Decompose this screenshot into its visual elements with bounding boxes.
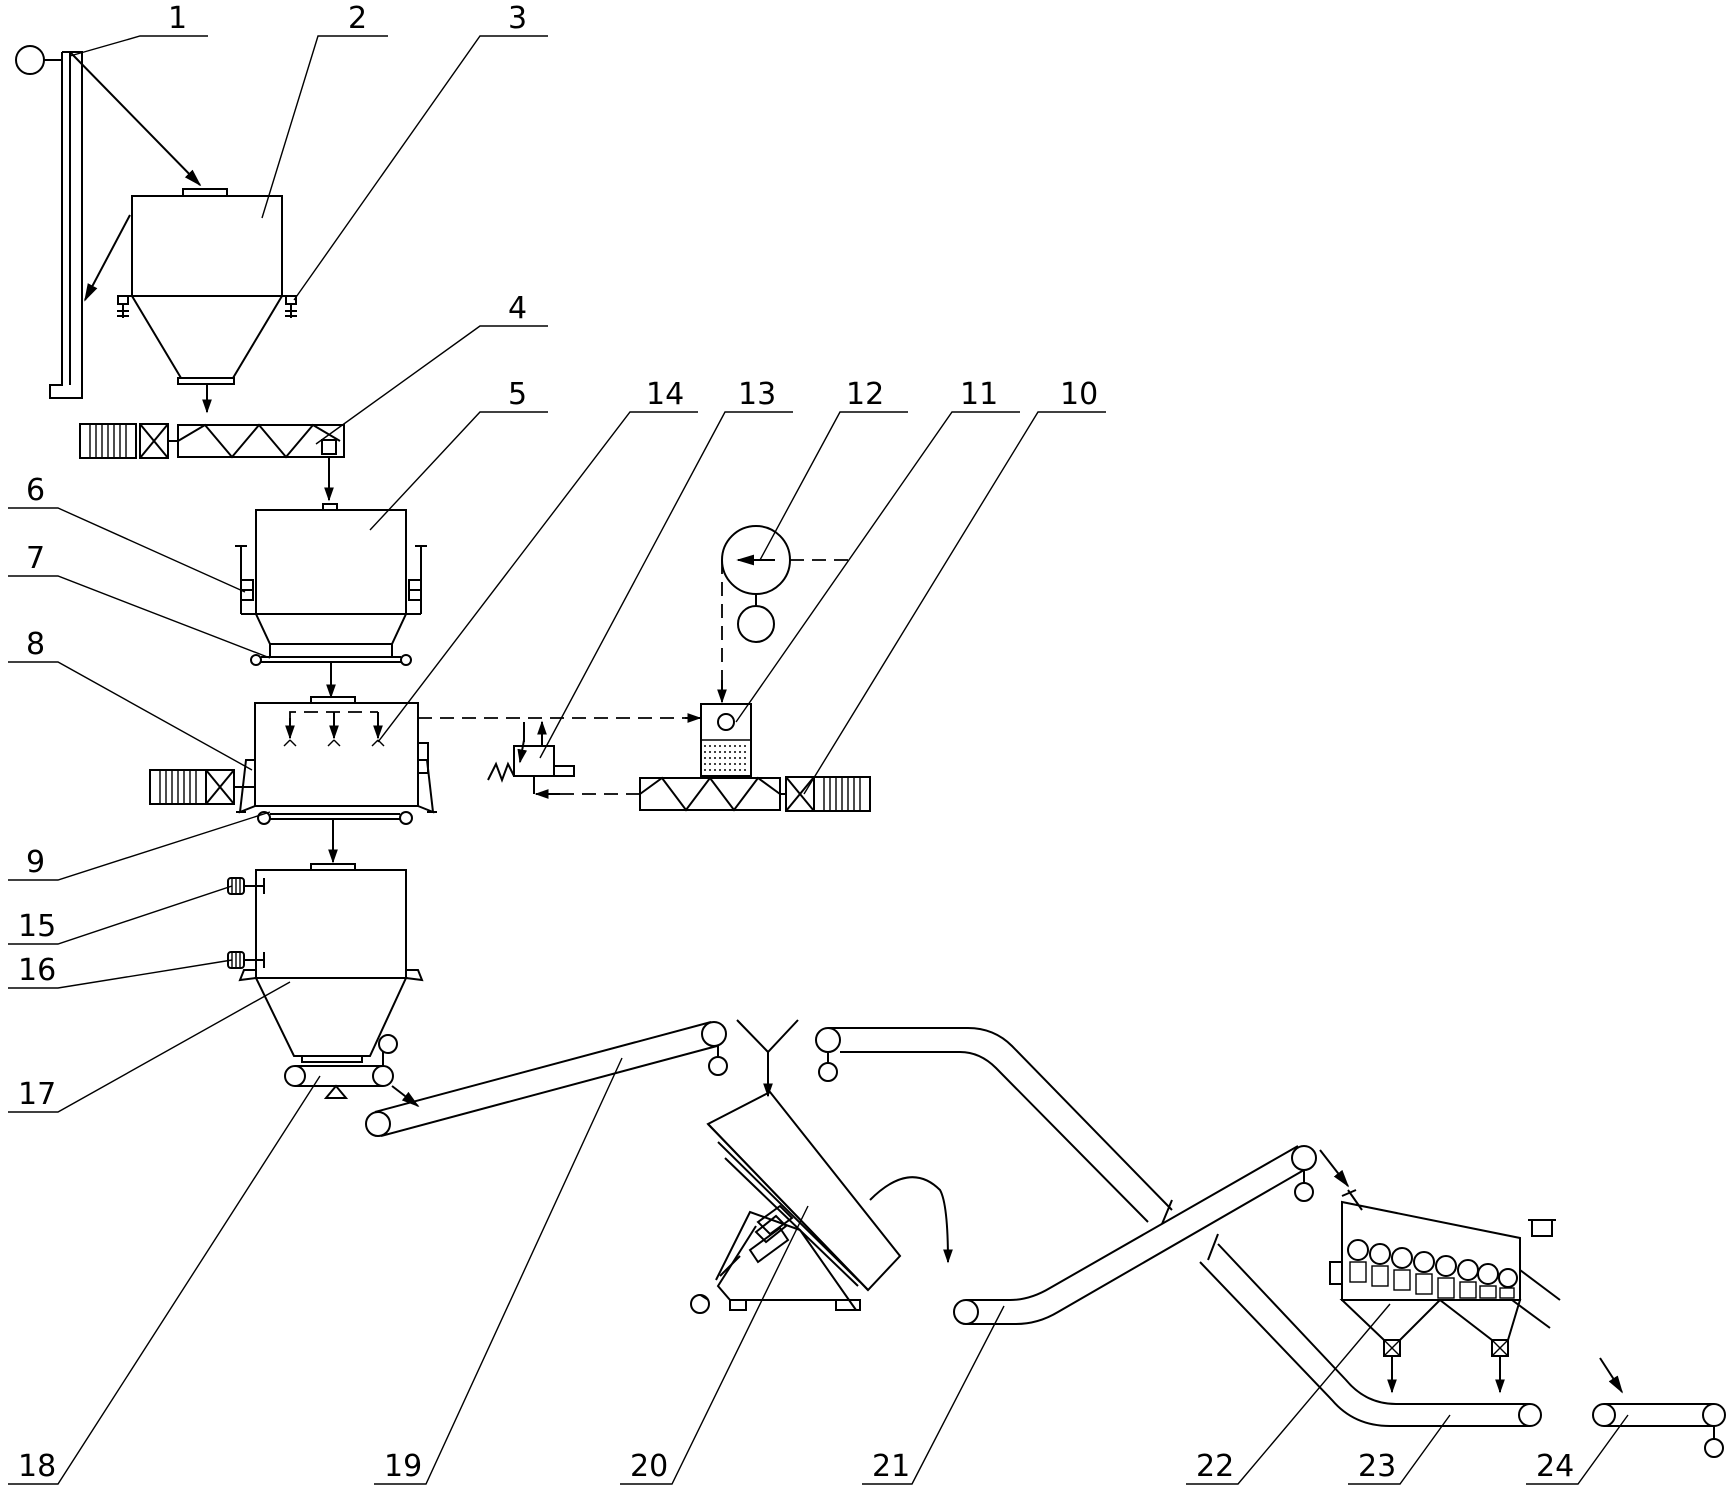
buffer-hopper xyxy=(227,863,424,1063)
label-5: 5 xyxy=(508,377,527,412)
label-12: 12 xyxy=(846,377,884,412)
label-11: 11 xyxy=(960,377,998,412)
label-21: 21 xyxy=(872,1449,910,1484)
disc-pelletizer xyxy=(690,1019,953,1314)
label-20: 20 xyxy=(630,1449,668,1484)
screw-feeder-top xyxy=(79,423,345,502)
transfer-belt-conveyor xyxy=(815,1027,1350,1325)
label-15: 15 xyxy=(18,909,56,944)
label-17: 17 xyxy=(18,1077,56,1112)
label-4: 4 xyxy=(508,291,527,326)
label-2: 2 xyxy=(348,1,367,36)
label-9: 9 xyxy=(26,845,45,880)
label-22: 22 xyxy=(1196,1449,1234,1484)
liquid-level xyxy=(704,745,748,771)
mixer xyxy=(149,696,437,864)
roller-screen xyxy=(1329,1189,1623,1394)
leader-lines xyxy=(8,35,1629,1485)
label-3: 3 xyxy=(508,1,527,36)
raw-material-bin xyxy=(117,188,297,414)
screen-rollers xyxy=(1347,1239,1518,1299)
fines-return-belt xyxy=(1199,1233,1542,1427)
label-7: 7 xyxy=(26,541,45,576)
label-1: 1 xyxy=(168,1,187,36)
label-24: 24 xyxy=(1536,1449,1574,1484)
label-6: 6 xyxy=(26,473,45,508)
label-10: 10 xyxy=(1060,377,1098,412)
label-18: 18 xyxy=(18,1449,56,1484)
weighing-hopper xyxy=(235,503,427,699)
inclined-belt-conveyor xyxy=(365,1021,728,1137)
belt-feeder xyxy=(284,1034,420,1108)
product-belt xyxy=(1592,1403,1726,1458)
bucket-elevator xyxy=(15,45,202,399)
label-16: 16 xyxy=(18,953,56,988)
label-19: 19 xyxy=(384,1449,422,1484)
label-23: 23 xyxy=(1358,1449,1396,1484)
label-14: 14 xyxy=(646,377,684,412)
label-13: 13 xyxy=(738,377,776,412)
binder-dosing-system xyxy=(418,525,871,812)
label-8: 8 xyxy=(26,627,45,662)
part-labels: 1 2 3 4 5 6 7 8 9 10 11 12 13 14 15 16 1… xyxy=(18,1,1574,1484)
